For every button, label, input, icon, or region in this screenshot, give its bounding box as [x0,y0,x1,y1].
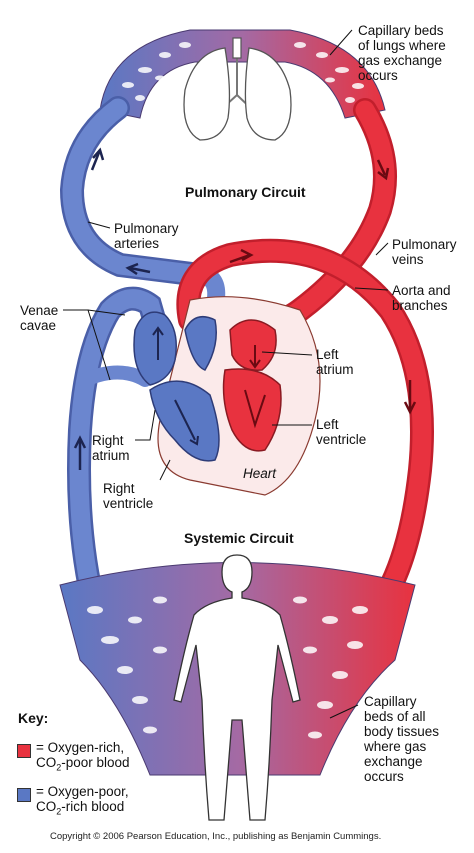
leader-lines [63,29,389,719]
left-atrium-label: Left atrium [316,347,354,377]
flow-arrows [73,147,417,470]
body-capillary-bed [59,554,416,821]
venae-cavae-label: Venae cavae [20,303,59,333]
aorta-vessel [176,238,434,617]
aorta-label: Aorta and branches [392,283,451,313]
oxygen-poor-swatch [17,788,31,802]
oxygen-poor-key-label: = Oxygen-poor, CO2-rich blood [36,784,129,817]
right-atrium-label: Right atrium [92,433,130,463]
copyright-notice: Copyright © 2006 Pearson Education, Inc.… [50,831,382,842]
right-atrium-chamber [133,311,177,386]
pulmonary-circuit-title: Pulmonary Circuit [185,184,306,200]
heart [133,296,321,496]
oxygen-rich-key-label: = Oxygen-rich, CO2-poor blood [36,740,130,773]
capillary-body-label: Capillary beds of all body tissues where… [364,694,440,784]
capillary-lungs-label: Capillary beds of lungs where gas exchan… [358,23,446,83]
left-atrium-chamber [229,319,277,371]
systemic-circuit-title: Systemic Circuit [184,530,294,546]
left-ventricle-chamber [222,368,282,452]
lung-capillary-bed [99,29,386,141]
key-title: Key: [18,710,49,726]
venae-cavae-vessel [67,286,172,622]
pulmonary-arteries-label: Pulmonary arteries [114,221,179,251]
human-body-figure [173,554,301,821]
heart-label: Heart [243,466,277,481]
right-ventricle-label: Right ventricle [103,481,154,511]
oxygen-rich-swatch [17,744,31,758]
left-ventricle-label: Left ventricle [316,417,367,447]
pulmonary-veins-label: Pulmonary veins [392,237,457,267]
